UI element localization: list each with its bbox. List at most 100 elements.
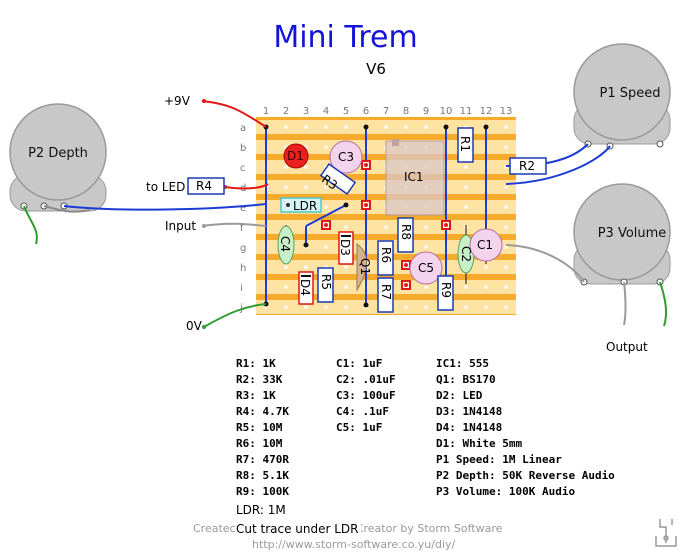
board-hole <box>344 305 348 309</box>
bom-item: D4: 1N4148 <box>436 421 503 434</box>
resistor-r4[interactable] <box>187 177 225 195</box>
board-hole <box>324 185 328 189</box>
resistor-r5[interactable] <box>317 267 334 303</box>
column-label-8: 8 <box>403 106 409 117</box>
column-label-4: 4 <box>323 106 329 117</box>
cap-c1[interactable] <box>469 228 503 262</box>
label-zero-v: 0V <box>186 319 202 333</box>
wire-p2-lug <box>43 205 91 213</box>
cap-c4[interactable] <box>277 225 295 265</box>
bom-item: R1: 1K <box>236 357 276 370</box>
storm-logo-icon <box>655 519 677 547</box>
board-hole <box>284 145 288 149</box>
board-hole <box>324 145 328 149</box>
bom-item: IC1: 555 <box>436 357 489 370</box>
board-hole <box>504 205 508 209</box>
bom-item: C4: .1uF <box>336 405 389 418</box>
credit-right: t Creator by Storm Software <box>348 522 503 535</box>
row-label-b: b <box>240 143 246 154</box>
board-hole <box>484 265 488 269</box>
bom-item: P3 Volume: 100K Audio <box>436 485 576 498</box>
column-label-10: 10 <box>440 106 453 117</box>
column-label-9: 9 <box>423 106 429 117</box>
wire-input <box>201 222 267 227</box>
cap-c5[interactable] <box>409 251 443 285</box>
label-c3: C3 <box>338 150 355 164</box>
label-r6: R6 <box>379 247 393 263</box>
label-d4: D4 <box>298 279 312 296</box>
wire-zero-v <box>203 303 267 328</box>
label-r4: R4 <box>196 179 212 193</box>
board-hole <box>504 245 508 249</box>
board-hole <box>304 165 308 169</box>
board-hole <box>504 145 508 149</box>
label-d3: D3 <box>338 239 352 256</box>
pot-p1-speed[interactable] <box>573 43 671 150</box>
row-label-i: i <box>240 283 243 294</box>
board-hole <box>284 265 288 269</box>
red-link-dots <box>324 163 448 287</box>
resistor-r6[interactable] <box>377 240 394 276</box>
board-hole <box>324 125 328 129</box>
ldr[interactable] <box>280 197 322 213</box>
led-d1[interactable] <box>283 143 309 169</box>
bom-item: R4: 4.7K <box>236 405 289 418</box>
label-input: Input <box>165 219 197 233</box>
bom-item: R3: 1K <box>236 389 276 402</box>
board-hole <box>304 305 308 309</box>
resistor-r3[interactable] <box>319 163 357 195</box>
bom-item: C2: .01uF <box>336 373 396 386</box>
bom-item: Q1: BS170 <box>436 373 496 386</box>
label-d1: D1 <box>287 149 304 163</box>
diode-d3[interactable] <box>338 231 354 265</box>
board-hole <box>464 165 468 169</box>
transistor-q1[interactable] <box>356 243 367 292</box>
resistor-r7[interactable] <box>377 277 394 313</box>
wire-to-led <box>224 183 269 190</box>
wire-p3-ground <box>659 281 668 327</box>
bom-item: R9: 100K <box>236 485 289 498</box>
diode-d4[interactable] <box>298 271 314 305</box>
row-label-g: g <box>240 243 246 254</box>
board-hole <box>424 225 428 229</box>
column-label-11: 11 <box>460 106 473 117</box>
cap-c3[interactable] <box>329 140 363 174</box>
pot-p2-depth[interactable] <box>9 103 107 212</box>
board-hole <box>344 225 348 229</box>
ic1[interactable] <box>385 139 445 216</box>
wire-p1-b <box>505 145 611 185</box>
board-hole <box>504 285 508 289</box>
bom-item: D3: 1N4148 <box>436 405 503 418</box>
label-r8: R8 <box>399 224 413 240</box>
wire-end-zero-v <box>202 325 206 329</box>
wire-plus9v <box>201 100 267 128</box>
row-label-f: f <box>240 223 244 234</box>
board-hole <box>504 125 508 129</box>
bom-item: R5: 10M <box>236 421 283 434</box>
column-label-2: 2 <box>283 106 289 117</box>
pot-label-p2: P2 Depth <box>28 146 88 161</box>
board-hole <box>464 125 468 129</box>
resistor-r9[interactable] <box>437 275 454 311</box>
credit-url[interactable]: http://www.storm-software.co.yu/diy/ <box>252 538 456 551</box>
bom-item: R7: 470R <box>236 453 289 466</box>
board-hole <box>484 285 488 289</box>
column-label-5: 5 <box>343 106 349 117</box>
resistor-r8[interactable] <box>397 217 414 253</box>
board-hole <box>304 265 308 269</box>
bom-item: D2: LED <box>436 389 483 402</box>
pot-p3-volume[interactable] <box>573 183 671 286</box>
resistor-r1[interactable] <box>457 127 474 163</box>
board-hole <box>284 285 288 289</box>
cut-trace-note: Cut trace under LDR <box>236 522 361 536</box>
board-hole <box>464 285 468 289</box>
label-output: Output <box>606 340 648 354</box>
bom-item: R6: 10M <box>236 437 283 450</box>
bom-item: C5: 1uF <box>336 421 383 434</box>
resistor-r2[interactable] <box>509 157 547 175</box>
label-c1: C1 <box>477 238 494 252</box>
board-hole <box>344 125 348 129</box>
board-hole <box>484 305 488 309</box>
label-c4: C4 <box>278 236 292 253</box>
